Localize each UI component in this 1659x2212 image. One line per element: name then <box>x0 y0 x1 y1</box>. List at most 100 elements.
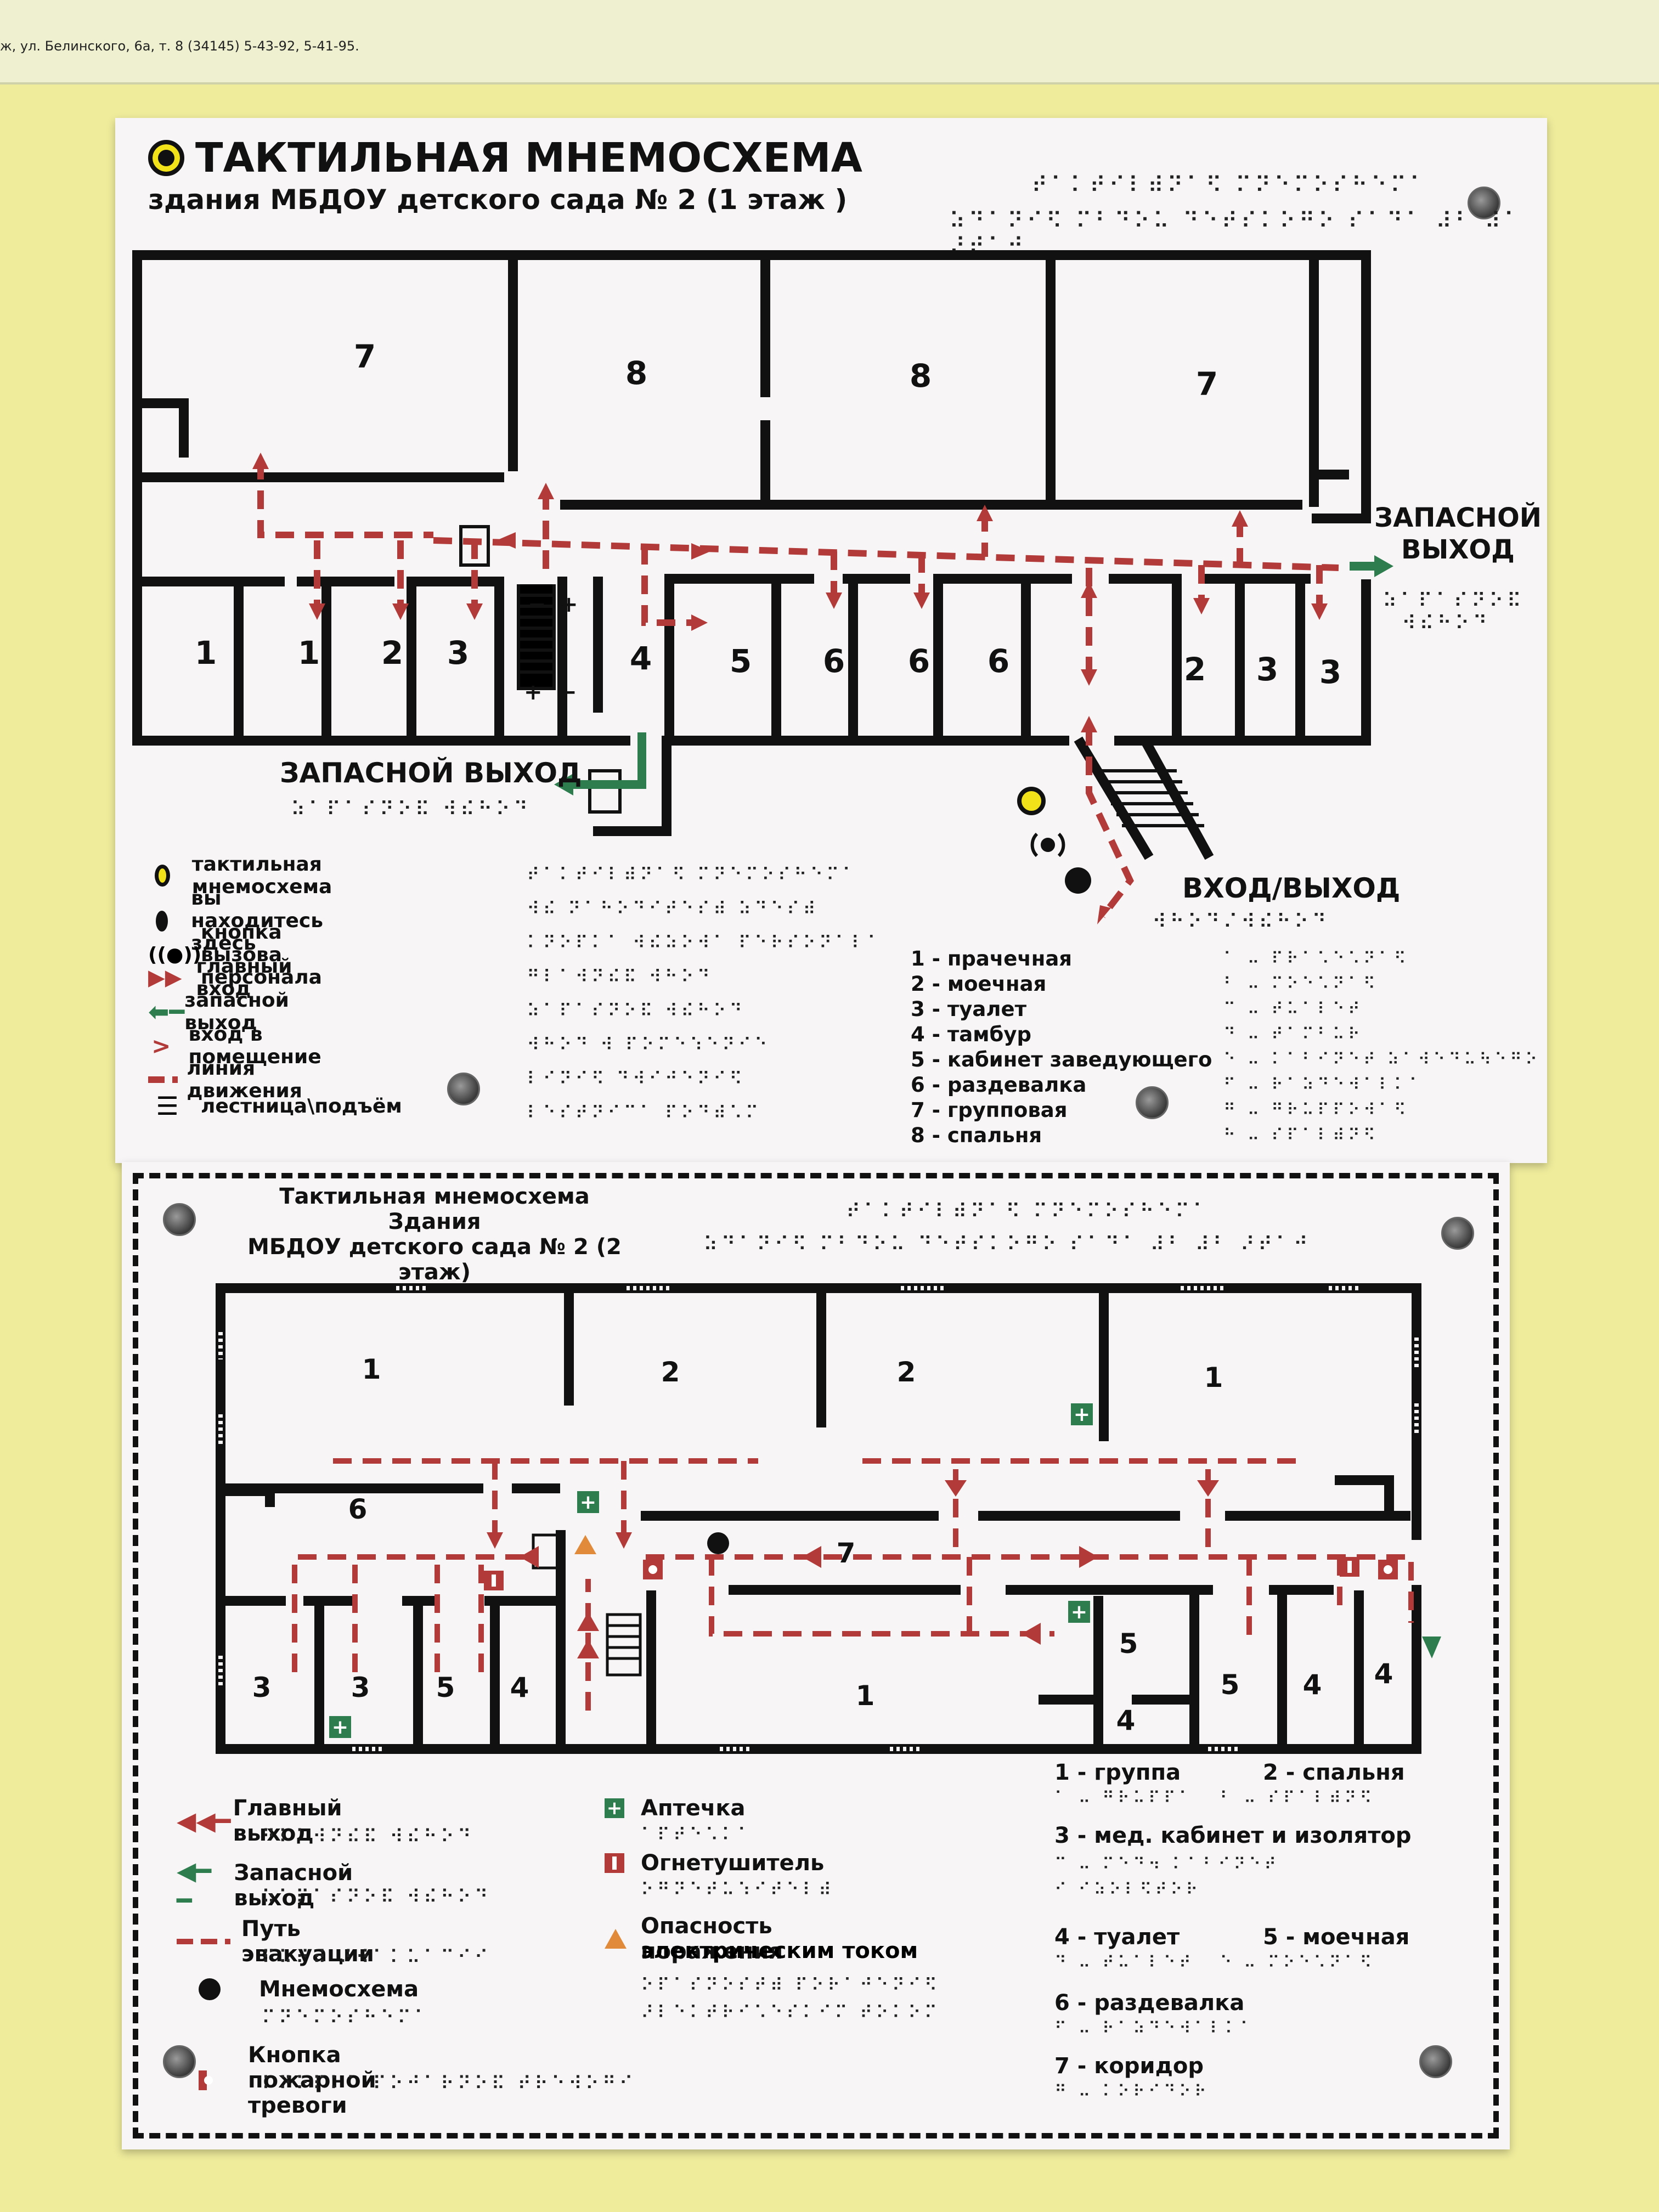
tactile-map-icon <box>148 140 184 176</box>
room-number: 2 <box>897 1356 916 1388</box>
floor1-tactile-plan: ТАКТИЛЬНАЯ МНЕМОСХЕМА здания МБДОУ детск… <box>115 118 1547 1163</box>
room-list-item: 6 - раздевалка <box>911 1073 1087 1097</box>
braille-subtitle2: ⠵⠙⠁⠝⠊⠫ ⠍⠃⠙⠕⠥ ⠙⠑⠞⠎⠅⠕⠛⠕ ⠎⠁⠙⠁ ⠼⠃ ⠼⠃ ⠜⠞⠁⠚ <box>703 1233 1312 1256</box>
legend-item: + Аптечка <box>605 1796 746 1821</box>
braille-legend: ⠞⠁⠅⠞⠊⠇⠾⠝⠁⠫ ⠍⠝⠑⠍⠕⠎⠓⠑⠍⠁ ⠺⠮ ⠝⠁⠓⠕⠙⠊⠞⠑⠎⠾ ⠵⠙⠑⠎… <box>527 864 884 1123</box>
svg-text:+: + <box>560 592 578 617</box>
room-list-item: 3 - мед. кабинет и изолятор <box>1054 1823 1412 1848</box>
legend-item: тактильная мнемосхема <box>148 853 339 898</box>
legend-item: линия движения <box>148 1057 317 1102</box>
legend-item: ◀━ ━ Запасной выход <box>177 1856 353 1915</box>
you-are-here-icon <box>156 910 168 932</box>
staff-call-marker <box>1030 832 1065 857</box>
legend-item: ☰ лестница\подъём <box>148 1091 402 1121</box>
mount-screw <box>1468 187 1500 219</box>
movement-line-icon <box>148 1076 178 1083</box>
electric-hazard-icon <box>605 1929 627 1949</box>
movement-route <box>257 461 1339 918</box>
tactile-map-marker <box>1017 787 1046 815</box>
svg-text:−: − <box>558 680 577 705</box>
map-location-icon <box>199 1978 221 2000</box>
room-number: 1 <box>856 1680 875 1712</box>
legend-hazard-line2: электрическим током <box>641 1938 918 1963</box>
room-number: 4 <box>1116 1705 1136 1736</box>
room-number: 4 <box>1374 1658 1393 1690</box>
mount-screw <box>163 1203 196 1236</box>
mount-screw <box>1441 1217 1474 1250</box>
room-number: 3 <box>1256 651 1278 688</box>
legend-item: Опасность поражения <box>605 1914 783 1964</box>
plan1-room-list: 1 - прачечная 2 - моечная 3 - туалет 4 -… <box>911 946 1212 1148</box>
mount-screw <box>163 2045 196 2078</box>
braille-fire-alarm: ⠅⠝⠕⠏⠅⠁ ⠏⠕⠚⠁⠗⠝⠕⠯ ⠞⠗⠑⠺⠕⠛⠊ <box>262 2073 636 2095</box>
room-number: 6 <box>348 1493 368 1525</box>
fire-extinguisher-marker <box>484 1557 1359 1590</box>
svg-text:+: + <box>524 680 543 705</box>
mount-screw <box>447 1073 480 1105</box>
room-number: 7 <box>837 1537 856 1569</box>
emergency-exit-arrow-icon: ⬅━ <box>148 997 185 1026</box>
room-number: 1 <box>362 1353 381 1385</box>
room-list-item: 6 - раздевалка <box>1054 1990 1245 2016</box>
room-number: 3 <box>252 1672 272 1703</box>
room-number: 5 <box>436 1672 455 1703</box>
legend-item: Кнопка пожарной тревоги <box>177 2042 388 2118</box>
room-number: 6 <box>908 642 930 680</box>
braille-extinguisher: ⠕⠛⠝⠑⠞⠥⠱⠊⠞⠑⠇⠾ <box>641 1879 835 1900</box>
room-number: 6 <box>823 642 845 680</box>
svg-text:+: + <box>1071 1601 1087 1623</box>
mount-screw <box>1136 1086 1169 1119</box>
room-number: 5 <box>1119 1628 1138 1660</box>
braille-exit-left: ⠵⠁⠏⠁⠎⠝⠕⠯ ⠺⠮⠓⠕⠙ <box>291 798 532 821</box>
braille-evac-path: ⠏⠥⠞⠾ ⠜⠺⠁⠅⠥⠁⠉⠊⠊ <box>262 1946 492 1968</box>
braille-main-exit: ⠛⠇⠁⠺⠝⠮⠯ ⠺⠮⠓⠕⠙ <box>262 1826 475 1848</box>
room-number: 5 <box>730 642 752 680</box>
plan2-title: Тактильная мнемосхема Здания МБДОУ детск… <box>247 1184 622 1285</box>
svg-text:+: + <box>1074 1403 1090 1426</box>
floor2-plan-svg: 1 2 2 1 6 7 3 3 5 4 1 5 4 5 4 4 <box>216 1283 1441 1754</box>
dashed-border <box>133 1173 1499 2138</box>
room-list-item: 5 - моечная <box>1263 1925 1410 1950</box>
entrance-exit-label: ВХОД/ВЫХОД <box>1182 872 1401 904</box>
legend-item: ◀◀━ Главный выход <box>177 1796 342 1846</box>
room-list-item: 4 - тамбур <box>911 1023 1031 1046</box>
braille-room-list: ⠁ ⠤ ⠏⠗⠁⠡⠑⠡⠝⠁⠫ ⠃ ⠤ ⠍⠕⠑⠡⠝⠁⠫ ⠉ ⠤ ⠞⠥⠁⠇⠑⠞ ⠙ ⠤… <box>1223 949 1541 1145</box>
floor1-plan-svg: −+ +− 7 8 8 7 1 1 2 3 4 5 6 6 6 2 3 3 <box>132 250 1393 924</box>
fire-extinguisher-icon <box>605 1853 624 1873</box>
room-number: 4 <box>510 1672 529 1703</box>
stairs-icon: ☰ <box>156 1091 179 1121</box>
room-list-item: 3 - туалет <box>911 997 1027 1021</box>
braille-entrance: ⠺⠓⠕⠙⠌⠺⠮⠓⠕⠙ <box>1152 911 1330 933</box>
room-number: 3 <box>351 1672 370 1703</box>
braille-exit-right: ⠵⠁⠏⠁⠎⠝⠕⠯ ⠺⠮⠓⠕⠙ <box>1383 590 1525 635</box>
room-number: 2 <box>1184 651 1206 688</box>
legend-item: Огнетушитель <box>605 1850 824 1876</box>
main-entrance-icon: ▶▶ <box>148 965 182 990</box>
legend-item: ⬅━ запасной выход <box>148 989 289 1034</box>
evacuation-route <box>292 1458 1414 1711</box>
svg-text:+: + <box>332 1716 348 1739</box>
braille-title2: ⠞⠁⠅⠞⠊⠇⠾⠝⠁⠫ ⠍⠝⠑⠍⠕⠎⠓⠑⠍⠁ <box>846 1200 1211 1223</box>
fire-alarm-icon <box>199 2070 213 2090</box>
fire-alarm-marker <box>643 1560 1398 1579</box>
legend-item: ((●)) кнопка вызова персонала <box>148 921 322 989</box>
legend-item: Мнемосхема <box>177 1977 419 2002</box>
room-number-group: 7 8 8 7 1 1 2 3 4 5 6 6 6 2 3 3 <box>195 338 1341 691</box>
legend-item: вы находитесь здесь <box>148 887 332 955</box>
room-list-item: 4 - туалет <box>1054 1925 1180 1950</box>
tactile-map-icon <box>155 865 170 887</box>
room-number: 3 <box>1319 653 1341 691</box>
top-info-strip: ж, ул. Белинского, 6а, т. 8 (34145) 5-43… <box>0 0 1659 84</box>
first-aid-marker: + + + + <box>329 1403 1093 1739</box>
you-are-here-marker <box>1065 867 1091 894</box>
room-list-item: 1 - прачечная <box>911 947 1073 970</box>
svg-text:+: + <box>580 1491 596 1514</box>
room-number: 1 <box>298 634 320 672</box>
room-number: 5 <box>1221 1669 1240 1701</box>
svg-text:−: − <box>528 592 546 617</box>
room-number: 7 <box>354 338 376 375</box>
room-number: 8 <box>625 354 647 392</box>
braille-hazard: ⠕⠏⠁⠎⠝⠕⠎⠞⠾ ⠏⠕⠗⠁⠚⠑⠝⠊⠫⠜⠇⠑⠅⠞⠗⠊⠡⠑⠎⠅⠊⠍ ⠞⠕⠅⠕⠍ <box>641 1974 941 2023</box>
braille-title: ⠞⠁⠅⠞⠊⠇⠾⠝⠁⠫ ⠍⠝⠑⠍⠕⠎⠓⠑⠍⠁ <box>1031 173 1429 198</box>
braille-emergency-exit: ⠵⠁⠏⠁⠎⠝⠕⠯ ⠺⠮⠓⠕⠙ <box>262 1886 492 1908</box>
